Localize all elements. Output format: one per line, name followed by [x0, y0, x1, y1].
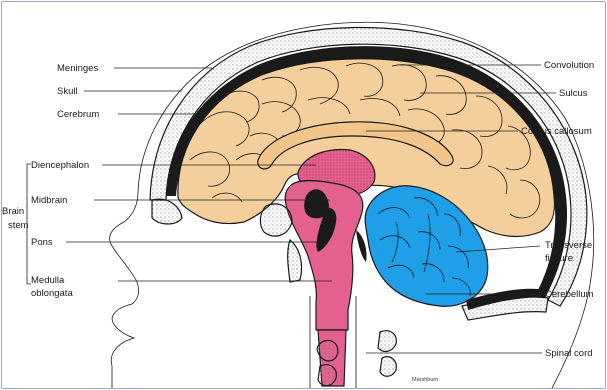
label-midbrain: Midbrain: [31, 195, 67, 206]
label-brain-stem-line2: stem: [8, 220, 29, 231]
label-transverse-fissure-line2: fissure: [545, 253, 573, 264]
label-transverse-fissure-line1: Transverse: [545, 240, 592, 251]
credit-text: Marshburn: [412, 377, 438, 383]
clivus: [288, 240, 302, 282]
sinus-bone: [260, 204, 292, 236]
label-medulla-line1: Medulla: [31, 275, 65, 286]
vertebra-3: [378, 331, 396, 352]
sphenoid: [152, 199, 182, 224]
vertebra-2: [318, 365, 336, 386]
label-cerebellum: Cerebellum: [545, 289, 594, 300]
vertebra-4: [380, 357, 396, 377]
label-cerebrum: Cerebrum: [57, 109, 99, 120]
label-sulcus: Sulcus: [559, 88, 588, 99]
label-diencephalon: Diencephalon: [31, 160, 89, 171]
fourth-ventricle: [356, 230, 367, 262]
label-corpus-callosum: Corpus callosum: [521, 126, 592, 137]
label-spinal-cord: Spinal cord: [545, 348, 593, 359]
label-meninges: Meninges: [57, 63, 98, 74]
label-brain-stem-line1: Brain: [2, 206, 24, 217]
label-skull: Skull: [57, 86, 78, 97]
label-medulla-line2: oblongata: [31, 288, 73, 299]
label-convolution: Convolution: [544, 60, 594, 71]
label-pons: Pons: [31, 237, 53, 248]
